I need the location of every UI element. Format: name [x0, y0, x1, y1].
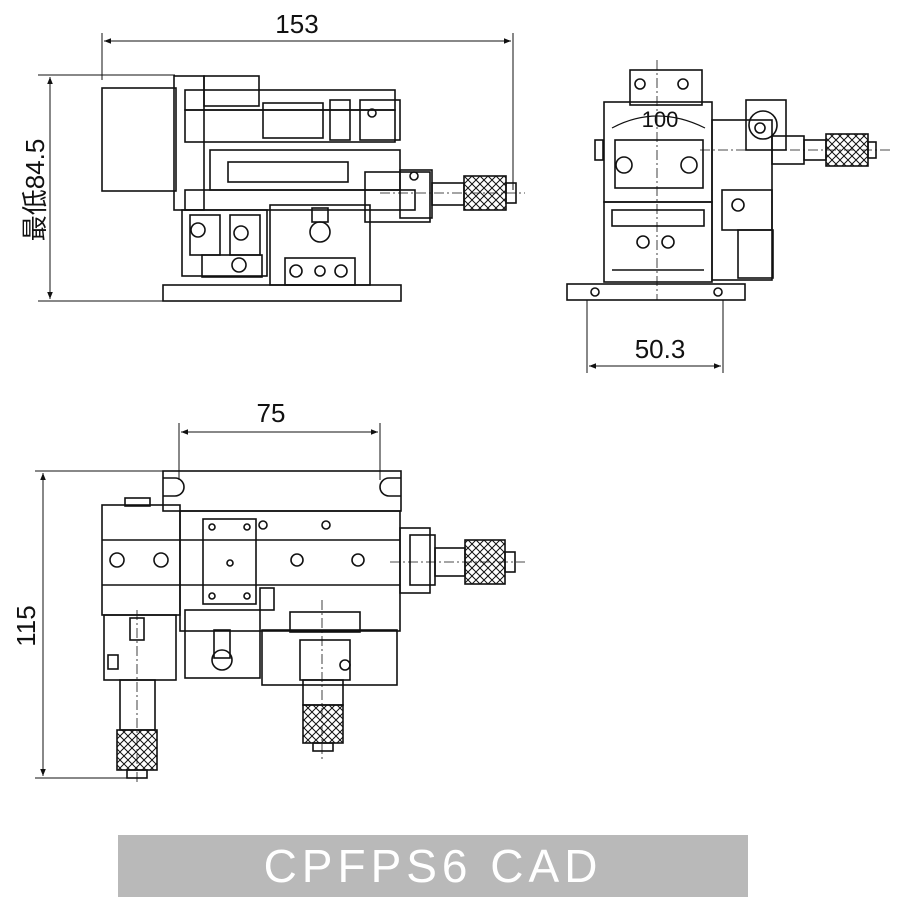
dimension-label-width-plan: 75 — [257, 398, 286, 428]
front-view — [38, 33, 525, 302]
title-banner: CPFPS6 CAD — [118, 835, 748, 897]
banner-title: CPFPS6 CAD — [263, 840, 603, 892]
dimension-length-plan — [35, 470, 180, 779]
dimension-label-length-plan: 115 — [11, 605, 41, 646]
dimension-label-min-height: 最低84.5 — [20, 139, 50, 242]
dimension-min-height — [38, 74, 175, 302]
dimension-label-width-top: 153 — [275, 9, 318, 39]
plan-view — [35, 423, 525, 785]
side-view — [566, 60, 890, 373]
dimension-side-offset — [586, 300, 724, 373]
dial-scale-label: 100 — [642, 107, 679, 132]
dimension-label-side-offset: 50.3 — [635, 334, 686, 364]
dimension-width-top — [101, 33, 514, 190]
